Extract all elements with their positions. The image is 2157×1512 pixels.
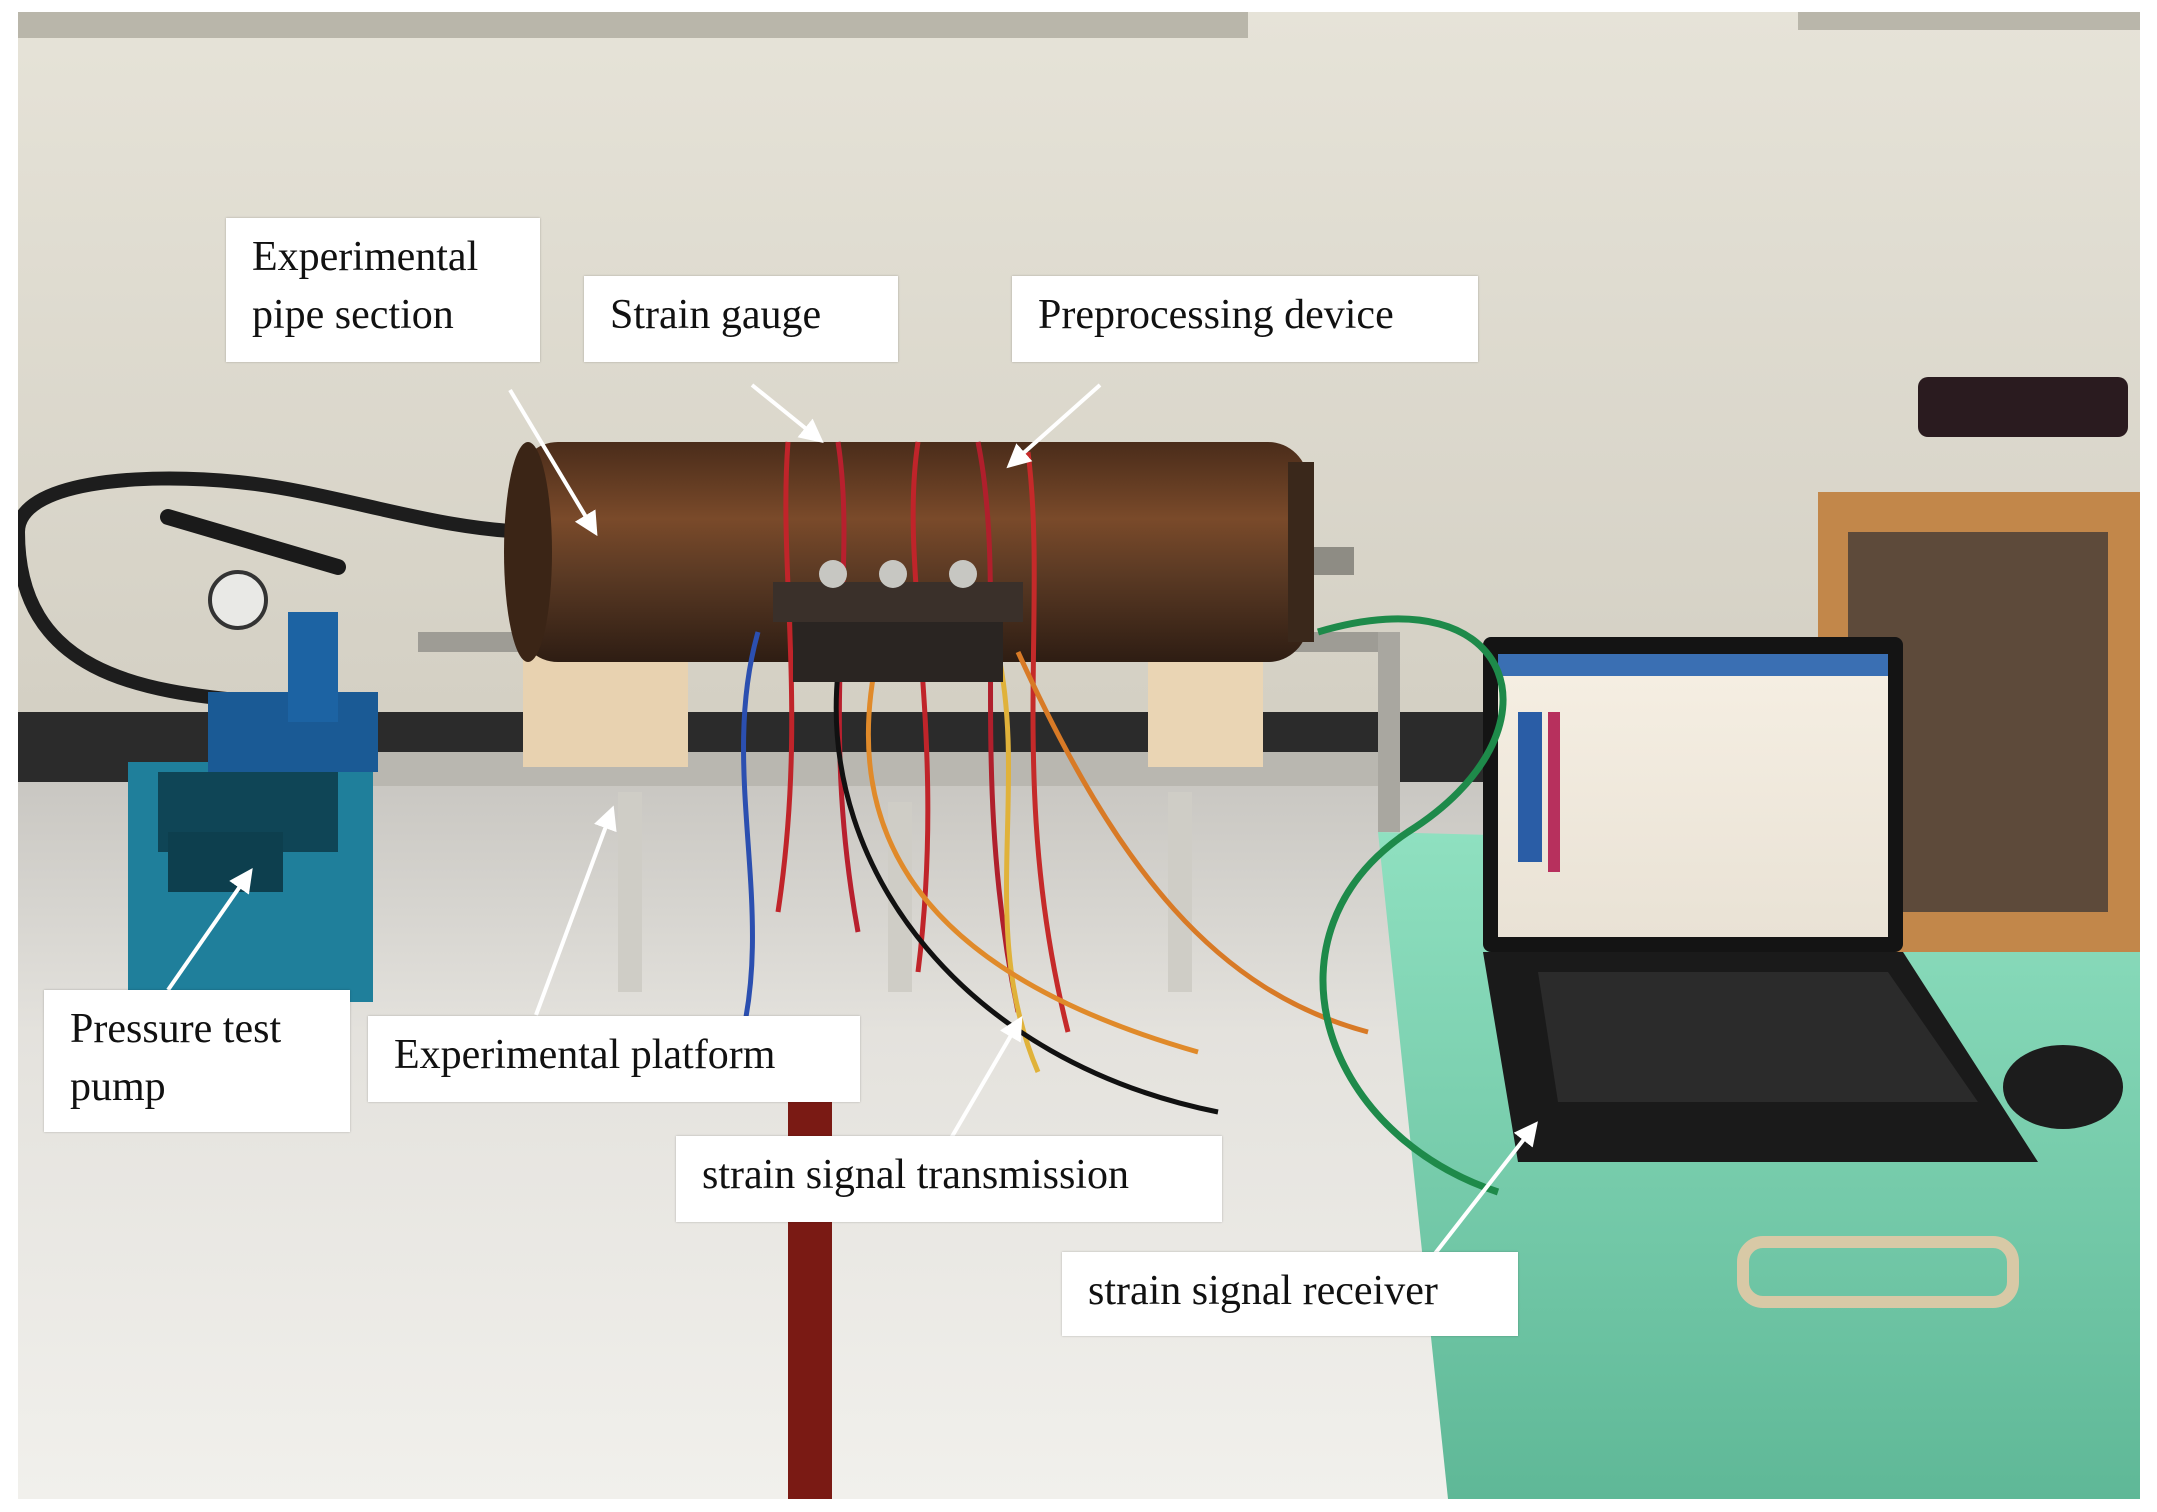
label-strain-signal-receiver: strain signal receiver bbox=[1062, 1252, 1518, 1336]
strain-wires bbox=[735, 441, 1369, 1115]
experiment-scene bbox=[18, 12, 2140, 1499]
top-rail-left bbox=[18, 12, 1248, 38]
lab-photo bbox=[18, 12, 2140, 1499]
label-pipe-line-2: pipe section bbox=[252, 292, 454, 338]
label-pump-line-2: pump bbox=[70, 1064, 166, 1110]
label-strain-signal-transmission: strain signal transmission bbox=[676, 1136, 1222, 1222]
label-pipe-line-1: Experimental bbox=[252, 234, 479, 280]
label-pressure-test-pump: Pressure test pump bbox=[44, 990, 350, 1132]
preprocessing-device bbox=[773, 560, 1023, 682]
wall-device bbox=[1918, 377, 2128, 437]
laptop bbox=[1483, 637, 2038, 1162]
label-experimental-platform: Experimental platform bbox=[368, 1016, 860, 1102]
label-strain-gauge: Strain gauge bbox=[584, 276, 898, 362]
label-preprocessing-device: Preprocessing device bbox=[1012, 276, 1478, 362]
hose bbox=[18, 471, 539, 539]
top-rail-right bbox=[1798, 12, 2140, 30]
green-cable bbox=[1316, 615, 1507, 1196]
mouse bbox=[2003, 1045, 2123, 1129]
label-experimental-pipe-section: Experimental pipe section bbox=[226, 218, 540, 362]
label-pump-line-1: Pressure test bbox=[70, 1006, 282, 1052]
